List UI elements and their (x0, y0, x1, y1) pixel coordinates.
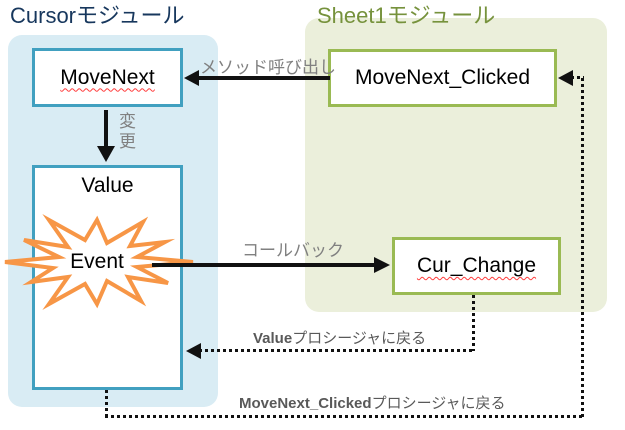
callback-label: コールバック (242, 241, 344, 260)
event-label: Event (70, 250, 124, 273)
return-mnc-arrowhead-icon (558, 70, 573, 86)
value-label: Value (81, 174, 134, 197)
movenext-clicked-label: MoveNext_Clicked (354, 66, 531, 89)
return-mnc-dotted-top (571, 76, 584, 79)
return-value-arrowhead-icon (186, 343, 201, 359)
return-mnc-label-rest: プロシージャに戻る (371, 395, 506, 412)
method-call-arrow-line (192, 76, 330, 80)
change-label: 変更 (116, 112, 135, 152)
movenext-box: MoveNext (32, 48, 183, 107)
return-value-label: Valueプロシージャに戻る (253, 327, 426, 348)
return-value-label-rest: プロシージャに戻る (292, 330, 427, 347)
callback-arrow-line (152, 263, 376, 267)
method-call-arrowhead-icon (184, 70, 199, 86)
cur-change-label: Cur_Change (416, 254, 537, 277)
return-mnc-dotted-vertical-right (581, 78, 584, 418)
return-value-label-bold: Value (253, 330, 293, 347)
cur-change-box: Cur_Change (392, 237, 561, 295)
movenext-clicked-box: MoveNext_Clicked (328, 49, 557, 107)
return-mnc-label: MoveNext_Clickedプロシージャに戻る (239, 392, 506, 413)
return-mnc-dotted-bottom (105, 415, 584, 418)
sheet1-module-title: Sheet1モジュール (317, 3, 496, 28)
cursor-module-title: Cursorモジュール (10, 3, 185, 28)
return-value-dotted-horizontal (199, 349, 475, 352)
method-call-label: メソッド呼び出し (200, 58, 336, 77)
callback-arrowhead-icon (374, 257, 390, 273)
return-mnc-dotted-vertical-left (105, 390, 108, 418)
return-mnc-label-bold: MoveNext_Clicked (239, 395, 372, 412)
return-value-dotted-vertical (472, 295, 475, 351)
change-arrowhead-icon (97, 146, 115, 162)
change-arrow-line (104, 110, 108, 148)
explosion-shape-icon (4, 214, 194, 310)
movenext-label: MoveNext (60, 65, 155, 89)
